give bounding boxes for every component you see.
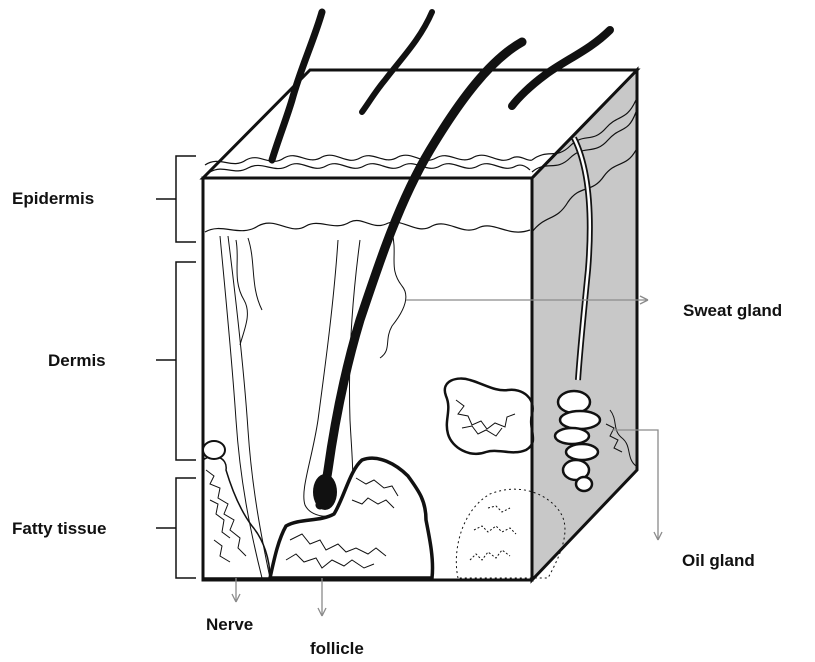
label-fatty-tissue: Fatty tissue <box>12 519 106 538</box>
bracket-dermis <box>156 262 196 460</box>
bracket-fatty-tissue <box>156 478 196 578</box>
label-dermis: Dermis <box>48 351 106 370</box>
bracket-epidermis <box>156 156 196 242</box>
hair-bulb <box>313 474 337 510</box>
label-follicle: follicle <box>310 639 364 658</box>
label-sweat-gland: Sweat gland <box>683 301 782 320</box>
label-nerve: Nerve <box>206 615 253 634</box>
layer-brackets <box>156 156 196 578</box>
label-oil-gland: Oil gland <box>682 551 755 570</box>
label-epidermis: Epidermis <box>12 189 94 208</box>
fat-cell-top <box>203 441 225 459</box>
